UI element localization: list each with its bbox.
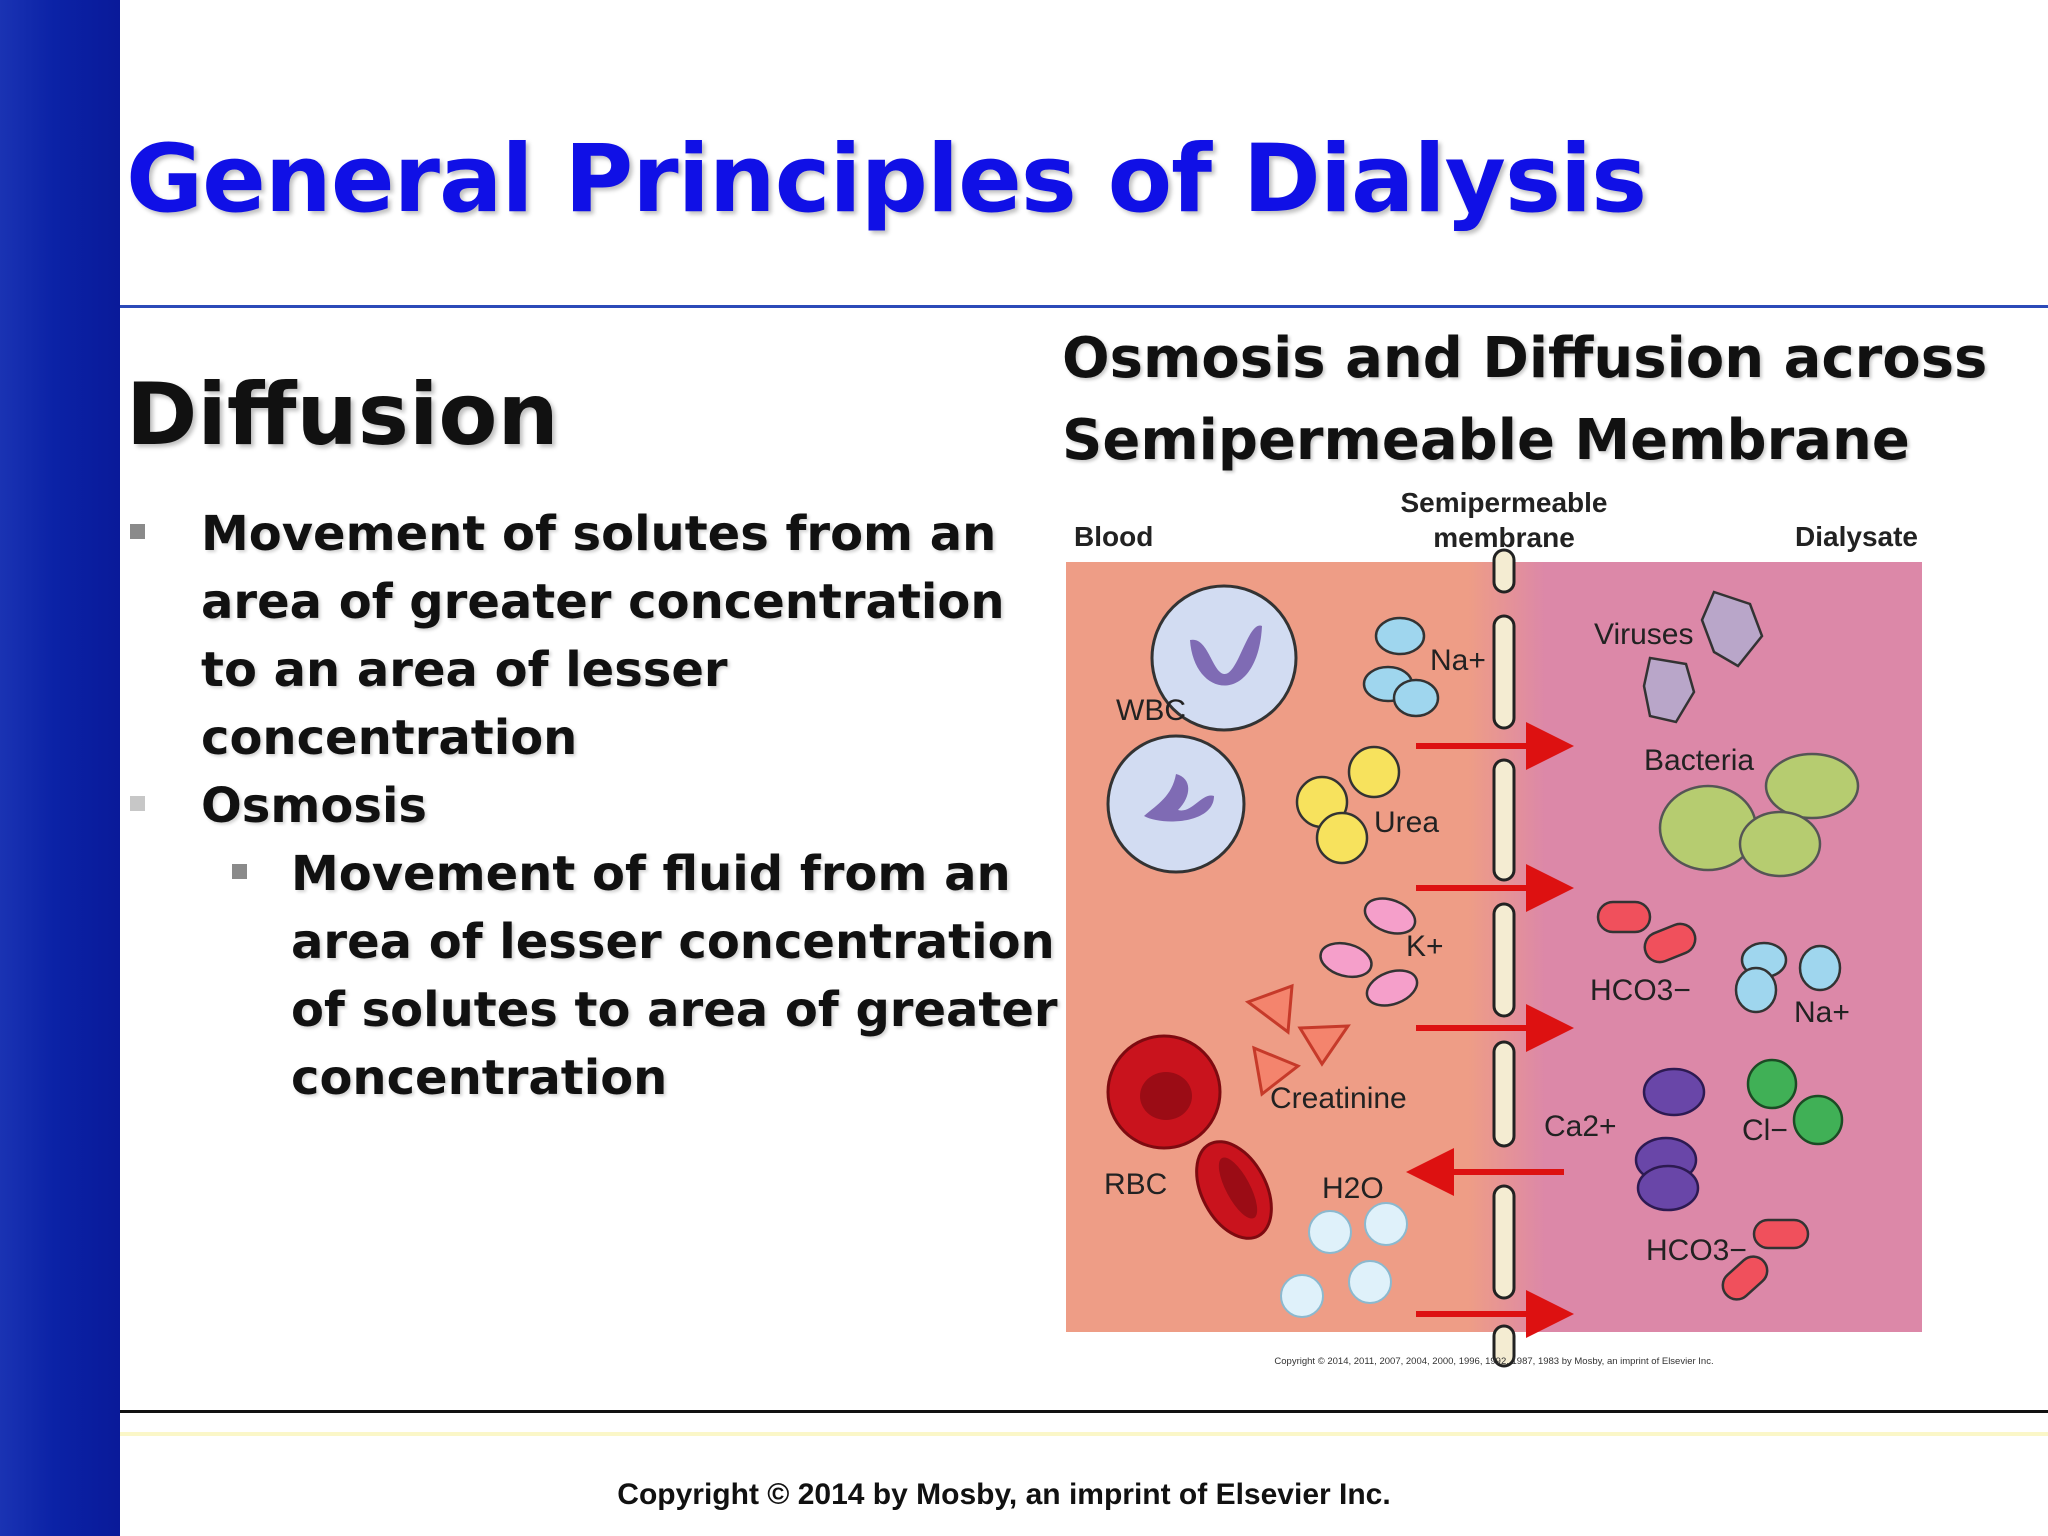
rbc-center-icon <box>1140 1072 1192 1120</box>
wbc-nucleus-icon <box>1190 625 1262 686</box>
bicarbonate-ion-icon <box>1643 922 1697 964</box>
square-bullet-icon <box>130 524 145 539</box>
blood-label: Blood <box>1074 521 1153 552</box>
potassium-label: K+ <box>1406 930 1444 963</box>
membrane-segment <box>1492 1184 1516 1300</box>
bullet-item: Movement of solutes from an area of grea… <box>126 500 1026 772</box>
bicarbonate-ion-icon <box>1596 900 1652 934</box>
bicarbonate-ion-icon <box>1752 1218 1810 1250</box>
bullet-text: Movement of solutes from an area of grea… <box>201 506 1005 766</box>
bacteria: Bacteria <box>1644 744 1860 878</box>
bullet-text: Movement of fluid from an area of lesser… <box>291 846 1058 1106</box>
urea-molecule-icon <box>1347 745 1401 799</box>
figure-title-line2: Semipermeable Membrane <box>1062 408 1910 473</box>
slide-title: General Principles of Dialysis <box>126 125 1647 234</box>
wbc-label: WBC <box>1116 694 1186 727</box>
bullet-item: Osmosis <box>126 772 1026 840</box>
calcium-label: Ca2+ <box>1544 1110 1617 1143</box>
membrane-label-line1: Semipermeable <box>1401 487 1608 518</box>
figure-title: Osmosis and Diffusion across Semipermeab… <box>1062 318 1987 482</box>
rbc-cells: RBC <box>1104 1034 1273 1240</box>
membrane-label-line2: membrane <box>1433 522 1575 553</box>
bicarbonate-ion-icon <box>1721 1255 1769 1301</box>
membrane-segment <box>1492 758 1516 882</box>
water-molecules: H2O <box>1280 1172 1408 1318</box>
sodium-ion-icon <box>1798 944 1842 992</box>
virus-icon <box>1700 590 1764 668</box>
left-accent-bar <box>0 0 120 1536</box>
figure-credit: Copyright © 2014, 2011, 2007, 2004, 2000… <box>1274 1356 1713 1367</box>
rbc-label: RBC <box>1104 1168 1167 1201</box>
calcium-ion-icon <box>1636 1164 1700 1212</box>
creatinine-molecule-icon <box>1244 983 1294 1035</box>
membrane-segment <box>1492 614 1516 730</box>
wbc-cells: WBC <box>1106 584 1298 874</box>
bacterium-icon <box>1764 752 1860 820</box>
membrane-segment <box>1492 548 1516 594</box>
sodium-right: Na+ <box>1734 941 1850 1029</box>
wbc-nucleus-icon <box>1144 774 1214 822</box>
membrane-segment <box>1492 1040 1516 1148</box>
potassium-ions: K+ <box>1319 897 1444 1007</box>
bacteria-label: Bacteria <box>1644 744 1754 777</box>
sodium-ion-icon <box>1392 678 1440 718</box>
sodium-left-label: Na+ <box>1430 644 1486 677</box>
creatinine-molecule-icon <box>1297 1024 1351 1067</box>
chloride-ions: Cl− <box>1742 1058 1844 1147</box>
dialysate-label: Dialysate <box>1795 521 1918 552</box>
potassium-ion-icon <box>1365 969 1419 1007</box>
figure-title-line1: Osmosis and Diffusion across <box>1062 326 1988 391</box>
semipermeable-membrane <box>1492 548 1516 1368</box>
urea-label: Urea <box>1374 806 1439 839</box>
sodium-ion-icon <box>1734 966 1778 1014</box>
rbc-center-icon <box>1218 1157 1258 1219</box>
water-molecule-icon <box>1364 1202 1408 1246</box>
sodium-ion-icon <box>1374 616 1426 656</box>
viruses: Viruses <box>1594 590 1764 724</box>
calcium-ions: Ca2+ <box>1544 1067 1706 1212</box>
chloride-ion-icon <box>1792 1094 1844 1146</box>
sodium-right-label: Na+ <box>1794 996 1850 1029</box>
wbc-icon <box>1150 584 1298 732</box>
urea-molecules: Urea <box>1295 745 1439 865</box>
bicarbonate-lower-label: HCO3− <box>1646 1234 1747 1267</box>
water-molecule-icon <box>1280 1274 1324 1318</box>
bullet-list: Movement of solutes from an area of grea… <box>126 500 1058 1112</box>
bicarbonate-upper: HCO3− <box>1590 900 1697 1007</box>
section-heading: Diffusion <box>126 365 559 465</box>
creatinine-molecule-icon <box>1252 1045 1301 1097</box>
square-bullet-icon <box>232 864 247 879</box>
viruses-label: Viruses <box>1594 618 1694 651</box>
dialysis-diagram: Blood Semipermeable membrane Dialysate <box>1062 480 1926 1380</box>
bacterium-icon <box>1738 810 1822 878</box>
transport-arrows <box>1406 722 1574 1338</box>
footer-copyright: Copyright © 2014 by Mosby, an imprint of… <box>617 1478 1391 1511</box>
water-molecule-icon <box>1348 1260 1392 1304</box>
water-molecule-icon <box>1308 1210 1352 1254</box>
membrane-segment <box>1492 1324 1516 1368</box>
water-label: H2O <box>1322 1172 1384 1205</box>
creatinine-label: Creatinine <box>1270 1082 1407 1115</box>
chloride-ion-icon <box>1746 1058 1798 1110</box>
bacterium-icon <box>1658 784 1758 872</box>
chloride-label: Cl− <box>1742 1114 1788 1147</box>
virus-icon <box>1642 656 1696 724</box>
sodium-left: Na+ <box>1362 616 1486 718</box>
urea-molecule-icon <box>1315 811 1369 865</box>
diagram-svg: Blood Semipermeable membrane Dialysate <box>1066 487 1922 1368</box>
footer-accent-line <box>120 1432 2048 1436</box>
calcium-ion-icon <box>1642 1067 1706 1117</box>
square-bullet-icon <box>130 796 145 811</box>
sub-bullet-item: Movement of fluid from an area of lesser… <box>126 840 1121 1112</box>
bicarbonate-upper-label: HCO3− <box>1590 974 1691 1007</box>
bullet-text: Osmosis <box>201 778 427 834</box>
potassium-ion-icon <box>1319 941 1373 979</box>
title-divider <box>120 305 2048 308</box>
creatinine-molecules: Creatinine <box>1244 983 1407 1115</box>
footer-divider <box>120 1410 2048 1413</box>
membrane-segment <box>1492 902 1516 1018</box>
bicarbonate-lower: HCO3− <box>1646 1218 1810 1301</box>
potassium-ion-icon <box>1363 897 1417 935</box>
